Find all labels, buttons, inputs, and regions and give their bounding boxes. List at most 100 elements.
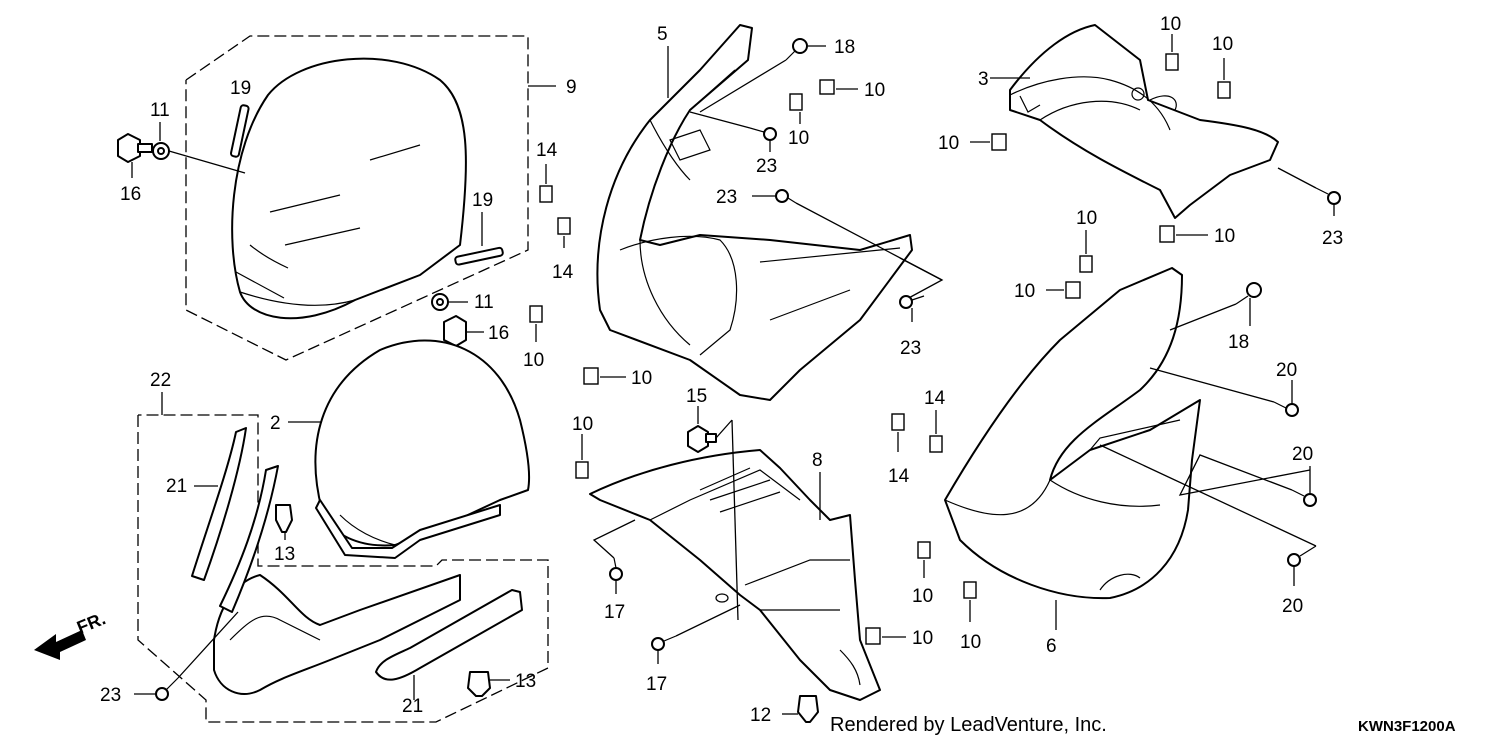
nut-10-i <box>1079 255 1093 273</box>
clip-13-lower <box>467 671 491 697</box>
callout-22: 22 <box>150 370 171 391</box>
callout-10-d: 10 <box>631 368 652 389</box>
render-credit: Rendered by LeadVenture, Inc. <box>830 714 1107 736</box>
callout-10-g: 10 <box>938 133 959 154</box>
nut-10-e <box>1165 53 1179 71</box>
callout-15: 15 <box>686 386 707 407</box>
callout-11-upper: 11 <box>150 100 170 121</box>
callout-14-a: 14 <box>536 140 558 161</box>
garnish-21-right-strip[interactable] <box>219 465 279 613</box>
callout-20-b: 20 <box>1292 444 1313 465</box>
callout-21-bottom: 21 <box>402 696 423 717</box>
callout-23-front: 23 <box>100 685 121 706</box>
clip-14-b <box>557 217 571 235</box>
callout-13-lower: 13 <box>515 671 536 692</box>
callout-10-j: 10 <box>1014 281 1035 302</box>
callout-20-c: 20 <box>1282 596 1303 617</box>
callout-10-m: 10 <box>572 414 593 435</box>
screw-20-b <box>1291 489 1317 507</box>
callout-13-upper: 13 <box>274 544 295 565</box>
screw-18-side <box>1235 282 1262 305</box>
callout-10-h: 10 <box>1214 226 1235 247</box>
callout-21-left: 21 <box>166 476 187 497</box>
callout-20-a: 20 <box>1276 360 1297 381</box>
screw-23-c <box>899 295 925 309</box>
callout-23-c: 23 <box>900 338 921 359</box>
callout-10-i: 10 <box>1076 208 1097 229</box>
callout-10-c: 10 <box>523 350 544 371</box>
strip-19-lower <box>454 246 504 266</box>
callout-17-b: 17 <box>646 674 667 695</box>
callout-2: 2 <box>270 413 281 434</box>
callout-18-upper: 18 <box>834 37 855 58</box>
nut-10-m <box>575 461 589 479</box>
callout-23-a: 23 <box>756 156 777 177</box>
screw-18-upper <box>785 38 808 61</box>
nut-10-b <box>819 79 835 95</box>
callout-10-l: 10 <box>960 632 981 653</box>
fastener-12 <box>797 695 819 723</box>
nut-10-a <box>789 93 803 111</box>
screw-17-b <box>651 635 677 651</box>
screw-23-a <box>749 127 777 141</box>
nut-10-c <box>529 305 543 323</box>
washer-11-upper <box>152 142 170 160</box>
diagram-code: KWN3F1200A <box>1358 718 1456 735</box>
callout-9: 9 <box>566 77 577 98</box>
callout-14-c: 14 <box>888 466 910 487</box>
callout-19-lower: 19 <box>472 190 493 211</box>
callout-10-f: 10 <box>1212 34 1233 55</box>
clip-13-upper <box>275 504 293 533</box>
callout-10-e: 10 <box>1160 14 1181 35</box>
callout-10-a: 10 <box>788 128 809 149</box>
inner-cover-5[interactable] <box>596 24 913 401</box>
callout-5: 5 <box>657 24 668 45</box>
clip-14-a <box>539 185 553 203</box>
bolt-16-lower <box>443 315 467 347</box>
top-cover-3[interactable] <box>1009 24 1279 219</box>
clip-14-c <box>891 413 905 431</box>
screw-20-a <box>1273 401 1299 417</box>
screw-23-front <box>155 677 179 701</box>
callout-10-n: 10 <box>912 628 933 649</box>
nut-10-d <box>583 367 599 385</box>
callout-11-lower: 11 <box>474 292 494 313</box>
front-direction-arrow-icon <box>34 630 86 660</box>
callout-10-k: 10 <box>912 586 933 607</box>
screw-20-c <box>1287 545 1317 567</box>
inner-screen-2[interactable] <box>314 339 531 559</box>
side-cover-6[interactable] <box>944 267 1201 600</box>
nut-10-f <box>1217 81 1231 99</box>
callout-17-a: 17 <box>604 602 625 623</box>
callout-12: 12 <box>750 705 771 726</box>
screw-17-a <box>609 557 623 581</box>
fr-label: FR. <box>74 608 108 637</box>
screw-23-top <box>1315 187 1341 205</box>
nut-10-n <box>865 627 881 645</box>
callout-23-top: 23 <box>1322 228 1343 249</box>
callout-18-side: 18 <box>1228 332 1249 353</box>
strip-19-upper <box>230 104 250 158</box>
clip-14-d <box>929 435 943 453</box>
windscreen-assembly[interactable] <box>185 35 529 361</box>
callout-3: 3 <box>978 69 989 90</box>
bolt-16-upper <box>117 133 153 163</box>
garnish-21-left[interactable] <box>191 427 247 581</box>
bolt-15 <box>687 425 717 453</box>
callout-16-lower: 16 <box>488 323 509 344</box>
nut-10-l <box>963 581 977 599</box>
nut-10-h <box>1159 225 1175 243</box>
callout-16-upper: 16 <box>120 184 141 205</box>
callout-14-d: 14 <box>924 388 946 409</box>
front-cover-1[interactable] <box>213 574 461 695</box>
nut-10-k <box>917 541 931 559</box>
washer-11-lower <box>431 293 449 311</box>
inner-lower-cover-8[interactable] <box>589 449 881 701</box>
callout-19-upper: 19 <box>230 78 251 99</box>
screw-23-b <box>775 189 797 204</box>
nut-10-g <box>991 133 1007 151</box>
callout-10-b: 10 <box>864 80 885 101</box>
nut-10-j <box>1065 281 1081 299</box>
garnish-21-bottom[interactable] <box>375 589 523 681</box>
